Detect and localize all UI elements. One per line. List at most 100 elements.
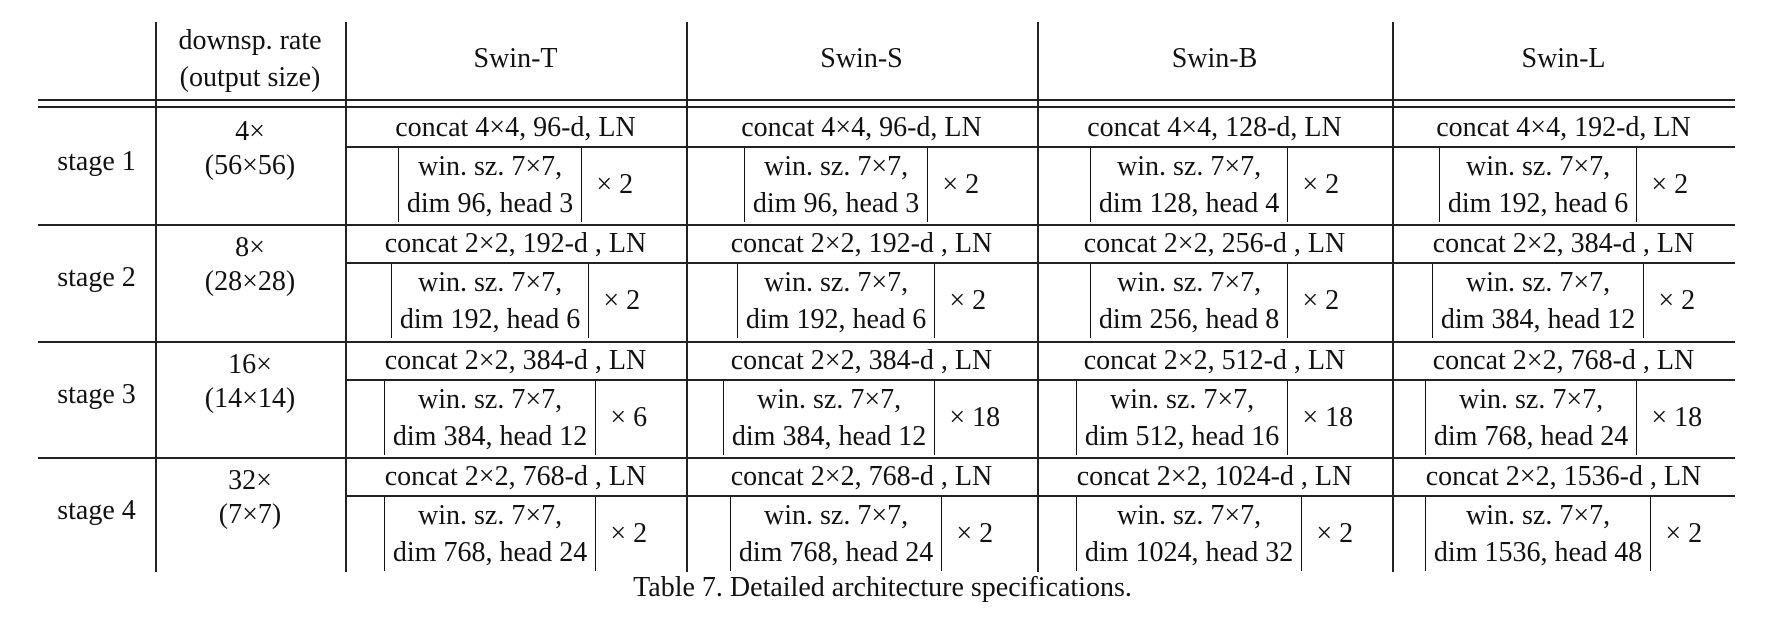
- stage-rate: 4×: [235, 116, 265, 147]
- dim-head: dim 96, head 3: [406, 188, 574, 219]
- block-bracket: win. sz. 7×7, dim 384, head 12: [722, 381, 936, 455]
- column-divider: [345, 22, 347, 572]
- header-downsp-rate: downsp. rate(output size): [155, 22, 345, 96]
- repeat-count: × 2: [1316, 518, 1354, 549]
- dim-head: dim 1536, head 48: [1433, 537, 1643, 568]
- block-spec: win. sz. 7×7, dim 1536, head 48 × 2: [1392, 497, 1735, 571]
- block-spec: win. sz. 7×7, dim 768, head 24 × 18: [1392, 381, 1735, 455]
- block-bracket: win. sz. 7×7,dim 768, head 24: [729, 497, 943, 571]
- repeat-count: × 2: [949, 285, 987, 316]
- header-model-swin-t: Swin-T: [473, 43, 558, 74]
- header-rule-bottom: [38, 106, 1735, 108]
- dim-head: dim 384, head 12: [1440, 304, 1636, 335]
- concat-layer-spec: concat 2×2, 512-d , LN: [1083, 345, 1346, 376]
- dim-head: dim 256, head 8: [1098, 304, 1280, 335]
- concat-layer-spec: concat 4×4, 96-d, LN: [741, 112, 982, 143]
- block-spec: win. sz. 7×7,dim 768, head 24× 2: [686, 497, 1037, 571]
- stage-output-size: (28×28): [204, 266, 296, 297]
- window-size: win. sz. 7×7,: [1110, 384, 1255, 415]
- stage-divider: [38, 457, 1735, 459]
- stage-label: stage 2: [57, 262, 136, 293]
- block-spec: win. sz. 7×7, dim 128, head 4 × 2: [1037, 148, 1392, 222]
- stage-rate: 16×: [228, 349, 272, 380]
- repeat-count: × 18: [1302, 402, 1354, 433]
- dim-head: dim 768, head 24: [1433, 421, 1629, 452]
- window-size: win. sz. 7×7,: [1117, 500, 1262, 531]
- block-bracket: win. sz. 7×7,dim 192, head 6: [736, 264, 936, 338]
- block-bracket: win. sz. 7×7, dim 128, head 4: [1089, 148, 1289, 222]
- block-bracket: win. sz. 7×7, dim 96, head 3: [743, 148, 929, 222]
- block-spec: win. sz. 7×7,dim 192, head 6 × 2: [345, 264, 686, 338]
- window-size: win. sz. 7×7,: [764, 151, 909, 182]
- concat-layer-spec: concat 4×4, 96-d, LN: [395, 112, 636, 143]
- concat-row-divider: [345, 262, 1735, 264]
- stage-divider: [38, 341, 1735, 343]
- window-size: win. sz. 7×7,: [1117, 267, 1262, 298]
- repeat-count: × 18: [1651, 402, 1703, 433]
- block-spec: win. sz. 7×7, dim 96, head 3 × 2: [686, 148, 1037, 222]
- concat-layer-spec: concat 2×2, 384-d , LN: [1432, 228, 1695, 259]
- stage-output-size: (56×56): [204, 150, 296, 181]
- dim-head: dim 1024, head 32: [1084, 537, 1294, 568]
- repeat-count: × 2: [1658, 285, 1696, 316]
- dim-head: dim 384, head 12: [731, 421, 927, 452]
- window-size: win. sz. 7×7,: [418, 384, 563, 415]
- dim-head: dim 128, head 4: [1098, 188, 1280, 219]
- stage-label: stage 1: [57, 146, 136, 177]
- block-spec: win. sz. 7×7, dim 768, head 24 × 2: [345, 497, 686, 571]
- concat-layer-spec: concat 2×2, 1536-d , LN: [1425, 461, 1702, 492]
- concat-layer-spec: concat 2×2, 384-d , LN: [384, 345, 647, 376]
- window-size: win. sz. 7×7,: [1466, 151, 1611, 182]
- repeat-count: × 6: [610, 402, 648, 433]
- header-rate-line2: (output size): [179, 62, 321, 93]
- repeat-count: × 2: [1302, 285, 1340, 316]
- header-rule-top: [38, 99, 1735, 101]
- concat-layer-spec: concat 2×2, 768-d , LN: [730, 461, 993, 492]
- block-bracket: win. sz. 7×7,dim 384, head 12: [383, 381, 597, 455]
- repeat-count: × 2: [1665, 518, 1703, 549]
- dim-head: dim 96, head 3: [752, 188, 920, 219]
- concat-layer-spec: concat 4×4, 192-d, LN: [1436, 112, 1691, 143]
- column-divider: [155, 22, 157, 572]
- window-size: win. sz. 7×7,: [757, 384, 902, 415]
- header-model-swin-l: Swin-L: [1521, 43, 1606, 74]
- concat-layer-spec: concat 2×2, 192-d , LN: [384, 228, 647, 259]
- block-spec: win. sz. 7×7,dim 384, head 12× 18: [686, 381, 1037, 455]
- header-model-swin-s: Swin-S: [820, 43, 903, 74]
- concat-layer-spec: concat 2×2, 768-d , LN: [384, 461, 647, 492]
- window-size: win. sz. 7×7,: [418, 267, 563, 298]
- concat-layer-spec: concat 2×2, 1024-d , LN: [1076, 461, 1353, 492]
- repeat-count: × 2: [610, 518, 648, 549]
- stage-rate: 32×: [228, 465, 272, 496]
- block-spec: win. sz. 7×7,dim 384, head 12 × 6: [345, 381, 686, 455]
- dim-head: dim 192, head 6: [1447, 188, 1629, 219]
- stage-rate: 8×: [235, 232, 265, 263]
- window-size: win. sz. 7×7,: [1466, 500, 1611, 531]
- repeat-count: × 2: [1302, 169, 1340, 200]
- block-bracket: win. sz. 7×7, dim 768, head 24: [383, 497, 597, 571]
- window-size: win. sz. 7×7,: [1117, 151, 1262, 182]
- concat-layer-spec: concat 2×2, 192-d , LN: [730, 228, 993, 259]
- window-size: win. sz. 7×7,: [418, 500, 563, 531]
- block-spec: win. sz. 7×7, dim 256, head 8 × 2: [1037, 264, 1392, 338]
- dim-head: dim 768, head 24: [392, 537, 588, 568]
- repeat-count: × 2: [596, 169, 634, 200]
- stage-output-size: (7×7): [218, 499, 282, 530]
- stage-label: stage 4: [57, 495, 136, 526]
- stage-output-size: (14×14): [204, 383, 296, 414]
- concat-row-divider: [345, 146, 1735, 148]
- dim-head: dim 512, head 16: [1084, 421, 1280, 452]
- block-bracket: win. sz. 7×7,dim 192, head 6: [390, 264, 590, 338]
- dim-head: dim 192, head 6: [745, 304, 927, 335]
- block-spec: win. sz. 7×7,dim 96, head 3 × 2: [345, 148, 686, 222]
- column-divider: [1392, 22, 1394, 572]
- concat-layer-spec: concat 2×2, 768-d , LN: [1432, 345, 1695, 376]
- block-spec: win. sz. 7×7,dim 192, head 6 × 2: [686, 264, 1037, 338]
- repeat-count: × 2: [603, 285, 641, 316]
- header-model-swin-b: Swin-B: [1171, 43, 1258, 74]
- window-size: win. sz. 7×7,: [1459, 384, 1604, 415]
- window-size: win. sz. 7×7,: [764, 500, 909, 531]
- column-divider: [1037, 22, 1039, 572]
- block-bracket: win. sz. 7×7,dim 96, head 3: [397, 148, 583, 222]
- repeat-count: × 2: [942, 169, 980, 200]
